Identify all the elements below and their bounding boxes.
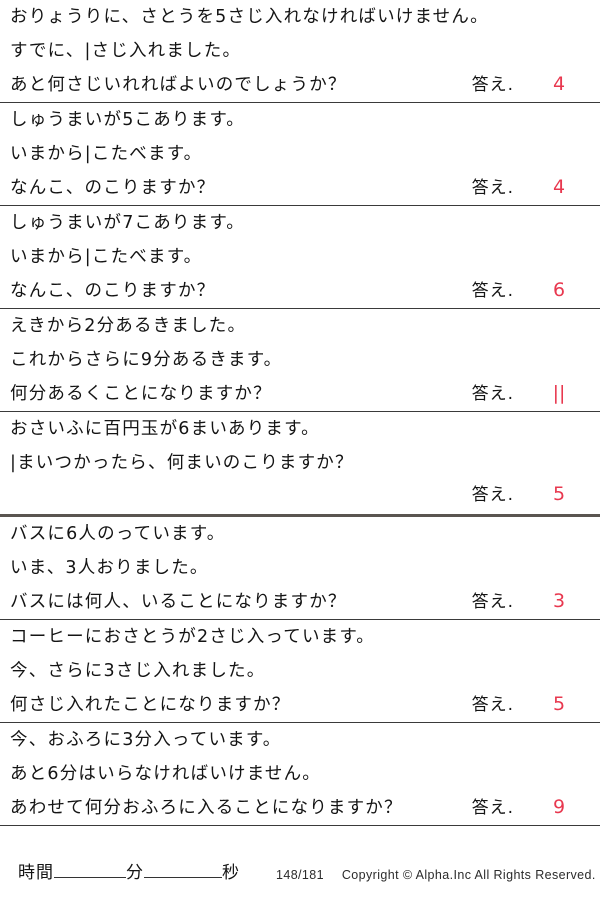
seconds-blank[interactable] <box>144 860 222 878</box>
problem-line: コーヒーにおさとうが2さじ入っています。 <box>0 620 600 654</box>
problem-text: しゅうまいが7こあります。 <box>10 213 245 233</box>
problem-line: しゅうまいが7こあります。 <box>0 206 600 240</box>
minutes-unit: 分 <box>126 863 144 883</box>
problem-line: いま、3人おりました。 <box>0 551 600 585</box>
answer-value[interactable]: 9 <box>552 796 566 818</box>
problem-text: あと6分はいらなければいけません。 <box>10 764 322 784</box>
answer-value[interactable]: 3 <box>552 590 566 612</box>
answer-group: 答え. 3 <box>472 587 600 612</box>
answer-value[interactable]: 5 <box>552 693 566 715</box>
answer-value[interactable]: || <box>552 382 566 404</box>
answer-label: 答え. <box>471 798 514 818</box>
problem-text: バスに6人のっています。 <box>10 524 226 544</box>
problem-line: すでに、|さじ入れました。 <box>0 34 600 68</box>
problem-text: なんこ、のこりますか？ <box>10 281 216 301</box>
answer-group: 答え. 5 <box>472 480 600 505</box>
problem-block: 今、おふろに3分入っています。あと6分はいらなければいけません。あわせて何分おふ… <box>0 723 600 826</box>
problem-block: しゅうまいが7こあります。いまから|こたべます。なんこ、のこりますか？ 答え. 6 <box>0 206 600 309</box>
problem-text: いまから|こたべます。 <box>10 144 203 164</box>
footer-credit: 148/181 Copyright © Alpha.Inc All Rights… <box>276 868 596 883</box>
answer-label: 答え. <box>471 384 514 404</box>
problem-text: いまから|こたべます。 <box>10 247 203 267</box>
problem-line: いまから|こたべます。 <box>0 137 600 171</box>
problem-line: なんこ、のこりますか？ 答え. 6 <box>0 274 600 308</box>
answer-label: 答え. <box>471 178 514 198</box>
answer-label: 答え. <box>471 592 514 612</box>
problem-line: 今、おふろに3分入っています。 <box>0 723 600 757</box>
answer-group: 答え. 6 <box>472 276 600 301</box>
page-footer: 時間 分 秒 148/181 Copyright © Alpha.Inc All… <box>0 826 600 899</box>
problem-line: |まいつかったら、何まいのこりますか？ <box>0 446 600 480</box>
seconds-unit: 秒 <box>222 863 240 883</box>
problem-line: これからさらに9分あるきます。 <box>0 343 600 377</box>
problem-line: いまから|こたべます。 <box>0 240 600 274</box>
problem-line: おさいふに百円玉が6まいあります。 <box>0 412 600 446</box>
answer-group: 答え. 4 <box>472 173 600 198</box>
problem-text: |まいつかったら、何まいのこりますか？ <box>10 453 354 473</box>
answer-value[interactable]: 6 <box>552 279 566 301</box>
answer-value[interactable]: 5 <box>552 483 566 505</box>
problem-line: あと何さじいれればよいのでしょうか？ 答え. 4 <box>0 68 600 102</box>
problem-text: 何分あるくことになりますか？ <box>10 384 272 404</box>
time-record-field: 時間 分 秒 <box>18 858 240 883</box>
answer-group: 答え. 5 <box>472 690 600 715</box>
page-number: 148/181 <box>276 868 324 882</box>
answer-group: 答え. || <box>472 379 600 404</box>
answer-value[interactable]: 4 <box>552 73 566 95</box>
answer-label: 答え. <box>471 281 514 301</box>
problem-line: バスには何人、いることになりますか？ 答え. 3 <box>0 585 600 619</box>
answer-label: 答え. <box>471 75 514 95</box>
problem-text: 今、さらに3さじ入れました。 <box>10 661 266 681</box>
problem-line: なんこ、のこりますか？ 答え. 4 <box>0 171 600 205</box>
problem-line: あと6分はいらなければいけません。 <box>0 757 600 791</box>
problem-line: あわせて何分おふろに入ることになりますか？ 答え. 9 <box>0 791 600 825</box>
problem-text: あわせて何分おふろに入ることになりますか？ <box>10 798 403 818</box>
problem-block: コーヒーにおさとうが2さじ入っています。今、さらに3さじ入れました。何さじ入れた… <box>0 620 600 723</box>
answer-value[interactable]: 4 <box>552 176 566 198</box>
problem-block: おりょうりに、さとうを5さじ入れなければいけません。すでに、|さじ入れました。あ… <box>0 0 600 103</box>
problem-text: コーヒーにおさとうが2さじ入っています。 <box>10 627 376 647</box>
problem-text: あと何さじいれればよいのでしょうか？ <box>10 75 347 95</box>
problem-text: すでに、|さじ入れました。 <box>10 41 242 61</box>
problem-text: なんこ、のこりますか？ <box>10 178 216 198</box>
problem-text: えきから2分あるきました。 <box>10 316 247 336</box>
problem-text: バスには何人、いることになりますか？ <box>10 592 347 612</box>
problem-line: おりょうりに、さとうを5さじ入れなければいけません。 <box>0 0 600 34</box>
answer-label: 答え. <box>471 695 514 715</box>
problem-block: えきから2分あるきました。これからさらに9分あるきます。何分あるくことになります… <box>0 309 600 412</box>
problem-line: 何分あるくことになりますか？ 答え. || <box>0 377 600 411</box>
copyright-notice: Copyright © Alpha.Inc All Rights Reserve… <box>341 868 596 882</box>
problem-line: 今、さらに3さじ入れました。 <box>0 654 600 688</box>
answer-group: 答え. 4 <box>472 70 600 95</box>
problem-text: しゅうまいが5こあります。 <box>10 110 245 130</box>
problem-list: おりょうりに、さとうを5さじ入れなければいけません。すでに、|さじ入れました。あ… <box>0 0 600 826</box>
problem-block: しゅうまいが5こあります。いまから|こたべます。なんこ、のこりますか？ 答え. 4 <box>0 103 600 206</box>
problem-line: えきから2分あるきました。 <box>0 309 600 343</box>
problem-line: バスに6人のっています。 <box>0 517 600 551</box>
answer-line: 答え. 5 <box>0 480 600 514</box>
problem-text: いま、3人おりました。 <box>10 558 209 578</box>
problem-block: おさいふに百円玉が6まいあります。 |まいつかったら、何まいのこりますか？ 答え. 5 <box>0 412 600 517</box>
answer-group: 答え. 9 <box>472 793 600 818</box>
problem-text: 何さじ入れたことになりますか？ <box>10 695 291 715</box>
time-label: 時間 <box>18 863 54 883</box>
problem-text: おさいふに百円玉が6まいあります。 <box>10 419 320 439</box>
problem-text: おりょうりに、さとうを5さじ入れなければいけません。 <box>10 7 489 27</box>
minutes-blank[interactable] <box>54 860 126 878</box>
problem-block: バスに6人のっています。いま、3人おりました。バスには何人、いることになりますか… <box>0 517 600 620</box>
answer-label: 答え. <box>471 485 514 505</box>
problem-text: これからさらに9分あるきます。 <box>10 350 283 370</box>
problem-line: しゅうまいが5こあります。 <box>0 103 600 137</box>
problem-line: 何さじ入れたことになりますか？ 答え. 5 <box>0 688 600 722</box>
problem-text: 今、おふろに3分入っています。 <box>10 730 282 750</box>
